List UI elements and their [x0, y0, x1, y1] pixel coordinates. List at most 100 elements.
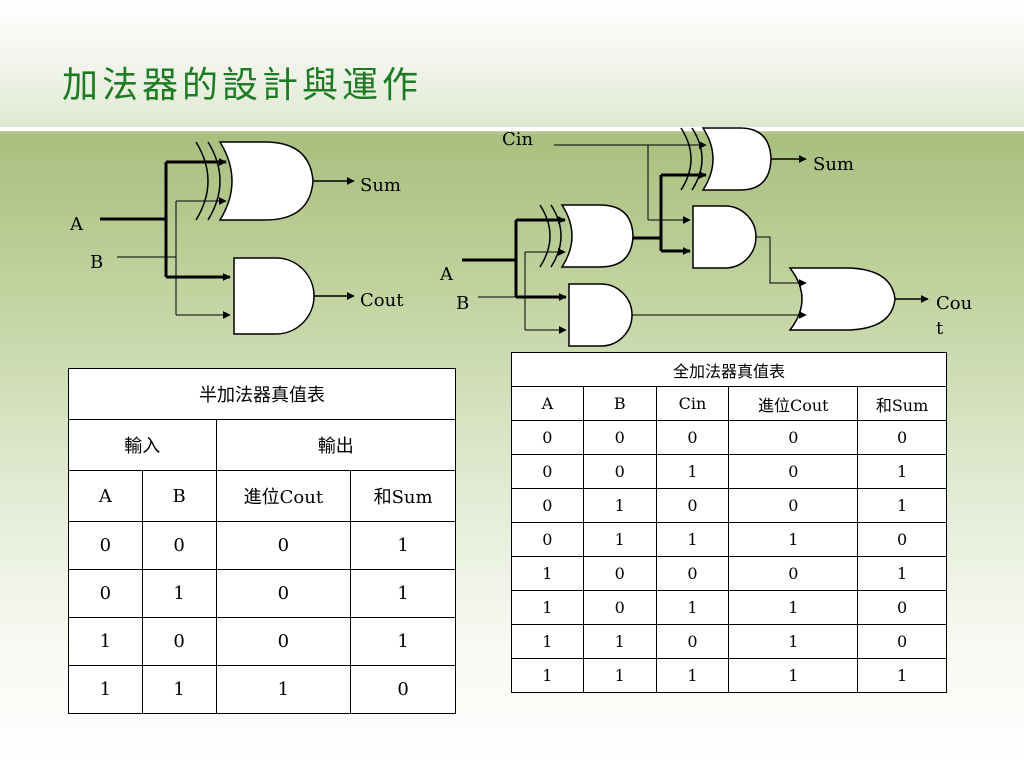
half-table-title-row: 半加法器真值表 — [68, 368, 456, 420]
table-cell: 1 — [141, 665, 217, 714]
full-table-header-sum: 和Sum — [857, 386, 947, 421]
table-cell: 1 — [68, 665, 143, 714]
full-adder-wire-xor1-out — [633, 171, 707, 255]
table-row: 1 0 1 1 0 — [511, 590, 947, 625]
table-cell: 0 — [511, 488, 584, 523]
half-table-group-input: 輸入 — [68, 419, 217, 471]
full-adder-label-sum: Sum — [813, 154, 854, 175]
half-adder-label-sum: Sum — [360, 175, 401, 196]
full-adder-and-gate-1 — [568, 283, 633, 347]
table-cell: 1 — [582, 488, 657, 523]
table-cell: 1 — [728, 522, 859, 557]
table-cell: 1 — [857, 488, 947, 523]
half-table-group-output: 輸出 — [215, 419, 457, 471]
table-cell: 0 — [511, 454, 584, 489]
full-adder-label-b: B — [456, 293, 469, 314]
table-row: 1 0 0 0 1 — [511, 556, 947, 591]
title-divider — [0, 127, 1024, 131]
table-cell: 1 — [728, 658, 859, 693]
table-cell: 1 — [215, 665, 352, 714]
table-cell: 0 — [655, 488, 730, 523]
table-row: 1 1 1 1 1 — [511, 658, 947, 693]
table-cell: 1 — [655, 658, 730, 693]
table-cell: 1 — [655, 454, 730, 489]
table-cell: 0 — [511, 420, 584, 455]
table-row: 1 0 0 1 — [68, 617, 456, 666]
full-adder-wire-and2-out — [756, 236, 807, 287]
table-cell: 0 — [582, 454, 657, 489]
table-cell: 0 — [728, 488, 859, 523]
table-cell: 0 — [655, 556, 730, 591]
full-table-header-b: B — [582, 386, 657, 421]
half-adder-wire-b — [117, 197, 231, 319]
table-row: 0 1 1 1 0 — [511, 522, 947, 557]
table-cell: 1 — [728, 590, 859, 625]
table-cell: 0 — [68, 569, 143, 618]
table-cell: 0 — [582, 420, 657, 455]
slide-title: 加法器的設計與運作 — [62, 65, 423, 106]
table-cell: 0 — [655, 624, 730, 659]
full-table-title: 全加法器真值表 — [511, 352, 947, 387]
table-cell: 0 — [215, 521, 352, 570]
table-cell: 0 — [857, 624, 947, 659]
table-cell: 1 — [582, 624, 657, 659]
table-cell: 1 — [511, 590, 584, 625]
half-table-title: 半加法器真值表 — [68, 368, 456, 420]
full-table-header-cout: 進位Cout — [728, 386, 859, 421]
table-cell: 1 — [857, 454, 947, 489]
table-cell: 1 — [350, 569, 456, 618]
table-cell: 1 — [582, 522, 657, 557]
full-adder-truth-table: 全加法器真值表 A B Cin 進位Cout 和Sum 0 0 0 0 0 0 … — [511, 352, 947, 693]
table-cell: 1 — [857, 658, 947, 693]
table-cell: 0 — [350, 665, 456, 714]
full-adder-wire-b — [478, 248, 567, 334]
table-cell: 0 — [582, 556, 657, 591]
full-table-header-cin: Cin — [655, 386, 730, 421]
table-cell: 1 — [655, 590, 730, 625]
full-table-title-row: 全加法器真值表 — [511, 352, 947, 387]
table-cell: 0 — [728, 556, 859, 591]
full-adder-label-cin: Cin — [502, 129, 534, 150]
half-adder-diagram: A B Sum Cout — [69, 141, 404, 335]
table-cell: 1 — [350, 521, 456, 570]
full-adder-xor-gate-1 — [539, 204, 634, 268]
table-cell: 1 — [511, 658, 584, 693]
full-adder-or-gate — [788, 267, 896, 331]
table-cell: 0 — [141, 617, 217, 666]
half-adder-wire-a — [100, 158, 231, 281]
full-adder-xor-gate-2 — [680, 127, 772, 191]
table-row: 0 1 0 1 — [68, 569, 456, 618]
half-adder-xor-gate — [195, 141, 314, 221]
table-row: 1 1 1 0 — [68, 665, 456, 714]
table-cell: 0 — [655, 420, 730, 455]
table-cell: 1 — [350, 617, 456, 666]
table-cell: 0 — [728, 420, 859, 455]
table-cell: 0 — [728, 454, 859, 489]
table-cell: 1 — [511, 624, 584, 659]
table-cell: 1 — [857, 556, 947, 591]
full-table-header-row: A B Cin 進位Cout 和Sum — [511, 386, 947, 421]
full-table-header-a: A — [511, 386, 584, 421]
table-cell: 0 — [68, 521, 143, 570]
half-table-group-row: 輸入 輸出 — [68, 419, 457, 471]
table-cell: 0 — [511, 522, 584, 557]
table-row: 0 1 0 0 1 — [511, 488, 947, 523]
half-adder-label-b: B — [90, 252, 103, 273]
half-table-header-cout: 進位Cout — [215, 470, 352, 522]
full-adder-and-gate-2 — [692, 205, 757, 269]
half-table-header-a: A — [68, 470, 143, 522]
table-cell: 0 — [857, 420, 947, 455]
half-table-header-sum: 和Sum — [350, 470, 456, 522]
full-adder-wire-cin — [554, 141, 707, 224]
full-adder-label-a: A — [439, 264, 454, 285]
table-row: 1 1 0 1 0 — [511, 624, 947, 659]
half-table-header-row: A B 進位Cout 和Sum — [68, 470, 456, 522]
half-adder-truth-table: 半加法器真值表 輸入 輸出 A B 進位Cout 和Sum 0 0 0 1 0 … — [68, 368, 457, 714]
table-cell: 1 — [141, 569, 217, 618]
table-cell: 0 — [582, 590, 657, 625]
table-row: 0 0 0 1 — [68, 521, 456, 570]
table-cell: 1 — [582, 658, 657, 693]
table-cell: 1 — [728, 624, 859, 659]
table-cell: 1 — [68, 617, 143, 666]
